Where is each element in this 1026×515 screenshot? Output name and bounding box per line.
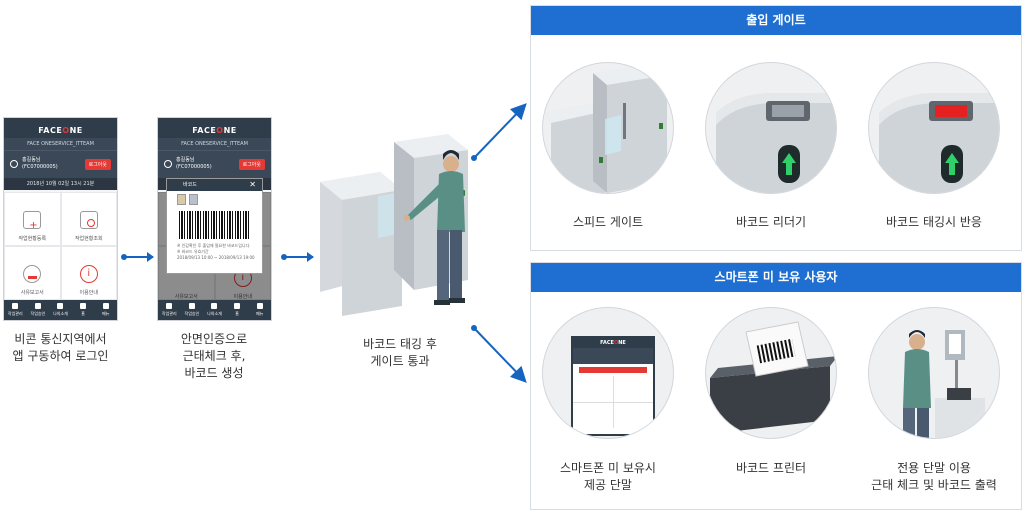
- flow-arrow: [281, 252, 314, 262]
- app-header: FACEONE: [158, 118, 271, 138]
- barcode-popup: 바코드✕ ※ 인감확인 후 출입에 필요한 바코드입니다. ※ 바코드 유효기간…: [166, 178, 263, 274]
- logout-button[interactable]: 로그아웃: [238, 159, 265, 170]
- menu-grid: + 작업현황등록 작업현황조회 사유보고서 i 이용안내: [4, 192, 117, 300]
- nav-item[interactable]: 작업관리: [4, 300, 27, 320]
- menu-item[interactable]: 작업현황조회: [60, 192, 117, 246]
- gate-panel: 출입 게이트: [530, 5, 1022, 251]
- date-bar: 2018년 10월 02일 13시 21분: [4, 178, 117, 190]
- user-name: 홍길동님: [22, 157, 41, 163]
- barcode-tag-reaction-image: [868, 62, 1000, 194]
- bottom-nav: 작업관리 작업승인 나의소개 홈 메뉴: [4, 300, 117, 320]
- app-header: FACEONE: [4, 118, 117, 138]
- menu-item[interactable]: 사유보고서: [4, 246, 61, 300]
- step1-caption: 비콘 통신지역에서 앱 구동하여 로그인: [12, 332, 109, 363]
- dedicated-terminal-image: [868, 307, 1000, 439]
- barcode-printer-image: [705, 307, 837, 439]
- app-logo: FACEONE: [192, 126, 237, 135]
- user-report-icon: [23, 265, 42, 283]
- document-add-icon: +: [23, 211, 42, 231]
- barcode-tag-reaction-label: 바코드 태깅시 반응: [886, 215, 982, 229]
- step3-caption: 바코드 태깅 후 게이트 통과: [363, 337, 437, 368]
- kiosk-terminal-image: FACEONE: [542, 307, 674, 439]
- profile-thumbnail: [177, 194, 186, 205]
- branch-arrows: [471, 103, 527, 383]
- printer-label: 바코드 프린터: [735, 461, 807, 475]
- user-bar: 홍길동님(FC07000005) 로그아웃: [4, 150, 117, 178]
- nav-item[interactable]: 작업승인: [27, 300, 50, 320]
- gate-person-illustration: [320, 134, 468, 316]
- barcode-reader-image: [705, 62, 837, 194]
- speed-gate-label: 스피드 게이트: [572, 215, 644, 229]
- service-name: FACE ONESERVICE_ITTEAM: [158, 138, 271, 150]
- user-bar: 홍길동님(FC07000005) 로그아웃: [158, 150, 271, 178]
- panel-title: 스마트폰 미 보유 사용자: [531, 263, 1021, 292]
- document-search-icon: [79, 211, 98, 229]
- close-icon[interactable]: ✕: [249, 180, 256, 189]
- service-name: FACE ONESERVICE_ITTEAM: [4, 138, 117, 150]
- menu-item[interactable]: + 작업현황등록: [4, 192, 61, 246]
- no-smartphone-panel: 스마트폰 미 보유 사용자 FACEONE: [530, 262, 1022, 510]
- info-icon: i: [79, 265, 98, 283]
- popup-title: 바코드: [183, 182, 197, 188]
- logout-button[interactable]: 로그아웃: [84, 159, 111, 170]
- user-icon: [10, 160, 18, 168]
- user-icon: [164, 160, 172, 168]
- barcode-image: [179, 211, 250, 239]
- speed-gate-image: [542, 62, 674, 194]
- phone-login-screen: FACEONE FACE ONESERVICE_ITTEAM 홍길동님(FC07…: [3, 117, 118, 321]
- profile-thumbnail: [189, 194, 198, 205]
- bottom-nav: 작업관리 작업승인 나의소개 홈 메뉴: [158, 300, 271, 320]
- barcode-reader-label: 바코드 리더기: [735, 215, 807, 229]
- kiosk-label: 스마트폰 미 보유시 제공 단말: [560, 461, 656, 492]
- step2-caption: 안면인증으로 근태체크 후, 바코드 생성: [180, 332, 248, 380]
- dedicated-terminal-label: 전용 단말 이용 근태 체크 및 바코드 출력: [871, 461, 997, 492]
- flow-arrow: [121, 252, 154, 262]
- user-id: (FC07000005): [22, 164, 58, 170]
- phone-barcode-screen: FACEONE FACE ONESERVICE_ITTEAM 홍길동님(FC07…: [157, 117, 272, 321]
- menu-item[interactable]: i 이용안내: [60, 246, 117, 300]
- nav-item[interactable]: 메뉴: [94, 300, 117, 320]
- nav-item[interactable]: 나의소개: [49, 300, 72, 320]
- panel-title: 출입 게이트: [531, 6, 1021, 35]
- nav-item[interactable]: 홈: [72, 300, 95, 320]
- app-logo: FACEONE: [38, 126, 83, 135]
